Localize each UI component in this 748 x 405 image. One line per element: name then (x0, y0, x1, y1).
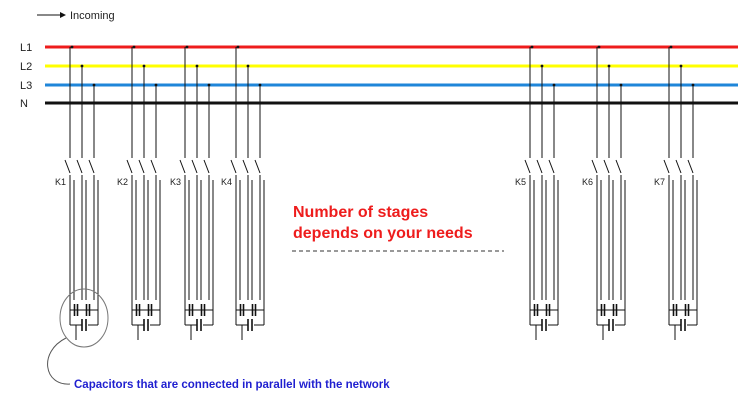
switch-contact (138, 159, 145, 174)
stage-label-k3: K3 (170, 177, 181, 187)
bus-label-l3: L3 (20, 80, 32, 92)
switch-contact (203, 159, 210, 174)
switch-contact (687, 159, 694, 174)
bus-junction (132, 45, 136, 49)
bus-junction (70, 45, 74, 49)
stage-k6: K6 (582, 45, 626, 340)
switch-contact (88, 159, 95, 174)
bus-junction (669, 45, 673, 49)
switch-contact (242, 159, 249, 174)
switch-contact (548, 159, 555, 174)
stage-label-k1: K1 (55, 177, 66, 187)
capacitor-stages: K1 K2 K3 K4 K5 K6 K7 (55, 45, 698, 340)
stage-k5: K5 (515, 45, 559, 340)
switch-contact (675, 159, 682, 174)
bus-junction (236, 45, 240, 49)
bus-label-n: N (20, 98, 28, 110)
switch-contact (603, 159, 610, 174)
bus-junction (597, 45, 601, 49)
switch-contact (179, 159, 186, 174)
switch-contact (615, 159, 622, 174)
stage-label-k5: K5 (515, 177, 526, 187)
switch-contact (591, 159, 598, 174)
bus-bars: L1 L2 L3 N (20, 42, 738, 110)
bus-label-l2: L2 (20, 61, 32, 73)
stages-note-line1: Number of stages (293, 204, 428, 221)
stage-label-k7: K7 (654, 177, 665, 187)
stage-k2: K2 (117, 45, 161, 340)
switch-contact (76, 159, 83, 174)
arrow-right-icon (60, 12, 66, 18)
stage-k7: K7 (654, 45, 698, 340)
switch-contact (536, 159, 543, 174)
callout-leader-line (47, 337, 71, 385)
switch-contact (191, 159, 198, 174)
stage-label-k4: K4 (221, 177, 232, 187)
stage-label-k2: K2 (117, 177, 128, 187)
switch-contact (230, 159, 237, 174)
stage-k4: K4 (221, 45, 265, 340)
stage-k1: K1 (55, 45, 99, 340)
incoming-label: Incoming (70, 10, 115, 22)
switch-contact (64, 159, 71, 174)
switch-contact (126, 159, 133, 174)
incoming-legend: Incoming (37, 10, 115, 22)
switch-contact (150, 159, 157, 174)
highlight-circle (59, 288, 109, 348)
stage-label-k6: K6 (582, 177, 593, 187)
bus-label-l1: L1 (20, 42, 32, 54)
capacitors-note: Capacitors that are connected in paralle… (74, 379, 390, 391)
stage-k3: K3 (170, 45, 214, 340)
switch-contact (254, 159, 261, 174)
switch-contact (663, 159, 670, 174)
bus-junction (185, 45, 189, 49)
switch-contact (524, 159, 531, 174)
stages-note-line2: depends on your needs (293, 225, 473, 242)
bus-junction (530, 45, 534, 49)
